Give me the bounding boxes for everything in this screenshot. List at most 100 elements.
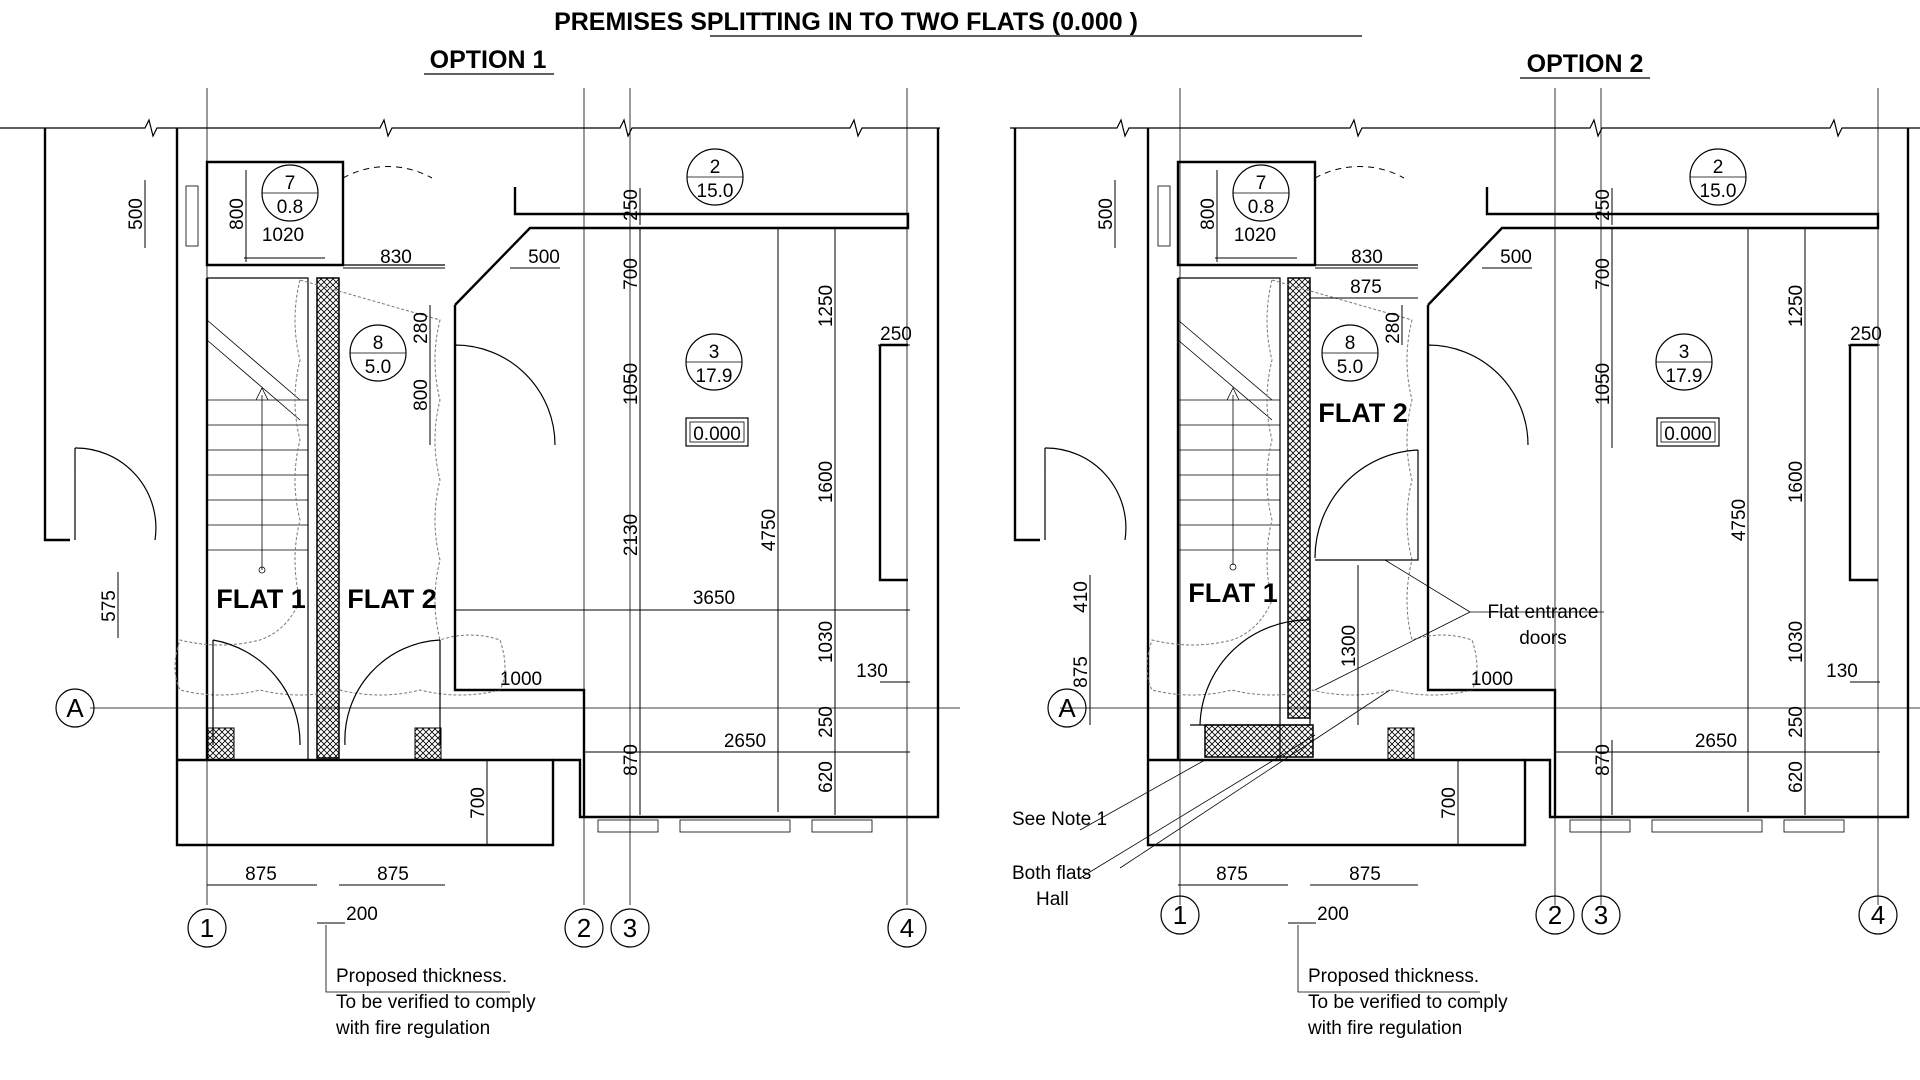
- svg-text:250: 250: [1850, 324, 1882, 345]
- level-marker: 0.000: [685, 417, 749, 447]
- outer-wall: [1146, 128, 1910, 847]
- svg-text:2650: 2650: [724, 731, 766, 752]
- room-3-right-wall: [1848, 343, 1878, 582]
- svg-text:2: 2: [577, 913, 591, 943]
- svg-text:1000: 1000: [1471, 669, 1513, 690]
- room-tag-2: 2 15.0: [686, 148, 744, 206]
- svg-text:250: 250: [621, 189, 642, 221]
- flat-1-label: FLAT 1: [216, 584, 306, 614]
- svg-text:500: 500: [528, 247, 560, 268]
- svg-text:1020: 1020: [1234, 225, 1276, 246]
- svg-text:17.9: 17.9: [696, 366, 733, 387]
- svg-text:130: 130: [1826, 661, 1858, 682]
- svg-text:0.000: 0.000: [693, 424, 741, 445]
- svg-text:1000: 1000: [500, 669, 542, 690]
- entrance-label: Flat entrance: [1488, 602, 1599, 623]
- svg-text:1030: 1030: [816, 621, 837, 663]
- room-2-wall: [454, 187, 910, 306]
- svg-text:3: 3: [623, 913, 637, 943]
- staircase: [1177, 277, 1281, 760]
- room-2-wall: [1427, 187, 1880, 306]
- svg-text:575: 575: [99, 590, 120, 622]
- svg-text:15.0: 15.0: [1700, 181, 1737, 202]
- svg-text:870: 870: [621, 744, 642, 776]
- svg-text:0.000: 0.000: [1664, 424, 1712, 445]
- column: [414, 727, 442, 761]
- svg-text:1: 1: [1173, 900, 1187, 930]
- proposed-partition: [1204, 724, 1314, 758]
- column: [207, 727, 235, 761]
- break-line: [1010, 118, 1920, 138]
- svg-text:0.8: 0.8: [1248, 197, 1274, 218]
- outer-wall: [175, 128, 940, 847]
- svg-text:875: 875: [1349, 864, 1381, 885]
- room-tag-3: 3 17.9: [1655, 333, 1713, 391]
- see-note-label: See Note 1: [1012, 809, 1107, 830]
- svg-text:500: 500: [1500, 247, 1532, 268]
- entrance-label: doors: [1519, 628, 1567, 649]
- svg-text:620: 620: [1786, 761, 1807, 793]
- svg-text:1250: 1250: [1786, 285, 1807, 327]
- left-building-wall: [1013, 128, 1040, 542]
- svg-text:280: 280: [1383, 312, 1404, 344]
- note-line: with fire regulation: [335, 1018, 490, 1039]
- svg-text:3: 3: [1594, 900, 1608, 930]
- svg-text:8: 8: [373, 333, 384, 354]
- flat-1-entrance-door: [1190, 619, 1311, 726]
- svg-text:500: 500: [1096, 198, 1117, 230]
- level-marker: 0.000: [1656, 417, 1720, 447]
- svg-text:500: 500: [126, 198, 147, 230]
- svg-text:870: 870: [1593, 744, 1614, 776]
- svg-text:4750: 4750: [759, 509, 780, 551]
- leader-lines: [1079, 559, 1604, 879]
- svg-text:200: 200: [1317, 904, 1349, 925]
- wc-door-swing: [1314, 166, 1405, 179]
- svg-text:1: 1: [200, 913, 214, 943]
- svg-text:2650: 2650: [1695, 731, 1737, 752]
- svg-text:2: 2: [1548, 900, 1562, 930]
- svg-text:3650: 3650: [693, 588, 735, 609]
- staircase: [206, 277, 309, 760]
- svg-text:2: 2: [1713, 157, 1724, 178]
- svg-text:800: 800: [411, 379, 432, 411]
- svg-text:875: 875: [377, 864, 409, 885]
- svg-text:250: 250: [880, 324, 912, 345]
- note-line: with fire regulation: [1307, 1018, 1462, 1039]
- dimensions: 500 800 1020 830 500 250 700 280 800 105…: [99, 170, 912, 993]
- left-door: [74, 447, 157, 541]
- svg-text:1050: 1050: [1593, 363, 1614, 405]
- flat-2-label: FLAT 2: [347, 584, 437, 614]
- option-1-plan: OPTION 1: [0, 46, 960, 1039]
- room-tag-3: 3 17.9: [685, 333, 743, 391]
- room-tag-8: 8 5.0: [1321, 324, 1379, 382]
- svg-text:875: 875: [1350, 277, 1382, 298]
- revision-cloud: [1146, 279, 1478, 696]
- svg-text:875: 875: [1071, 656, 1092, 688]
- room-tag-7: 7 0.8: [261, 164, 319, 222]
- svg-text:1030: 1030: [1786, 621, 1807, 663]
- svg-text:1600: 1600: [1786, 461, 1807, 503]
- svg-text:2: 2: [710, 157, 721, 178]
- room-tag-8: 8 5.0: [349, 324, 407, 382]
- break-line: [0, 118, 940, 138]
- svg-text:700: 700: [468, 787, 489, 819]
- room-3-right-wall: [878, 345, 908, 582]
- svg-text:4: 4: [1871, 900, 1885, 930]
- drawing-title: PREMISES SPLITTING IN TO TWO FLATS (0.00…: [554, 8, 1138, 36]
- svg-text:7: 7: [1256, 173, 1267, 194]
- svg-text:875: 875: [245, 864, 277, 885]
- room-tag-7: 7 0.8: [1232, 164, 1290, 222]
- room-tag-2: 2 15.0: [1689, 148, 1747, 206]
- room-3-door: [1427, 344, 1529, 446]
- left-building-wall: [43, 128, 70, 542]
- svg-text:130: 130: [856, 661, 888, 682]
- revision-cloud: [174, 279, 506, 696]
- svg-text:7: 7: [285, 173, 296, 194]
- svg-text:1020: 1020: [262, 225, 304, 246]
- svg-text:250: 250: [1593, 189, 1614, 221]
- option-2-plan: OPTION 2: [1010, 50, 1920, 1039]
- svg-text:4: 4: [900, 913, 914, 943]
- svg-text:830: 830: [380, 247, 412, 268]
- option-label: OPTION 1: [430, 46, 547, 74]
